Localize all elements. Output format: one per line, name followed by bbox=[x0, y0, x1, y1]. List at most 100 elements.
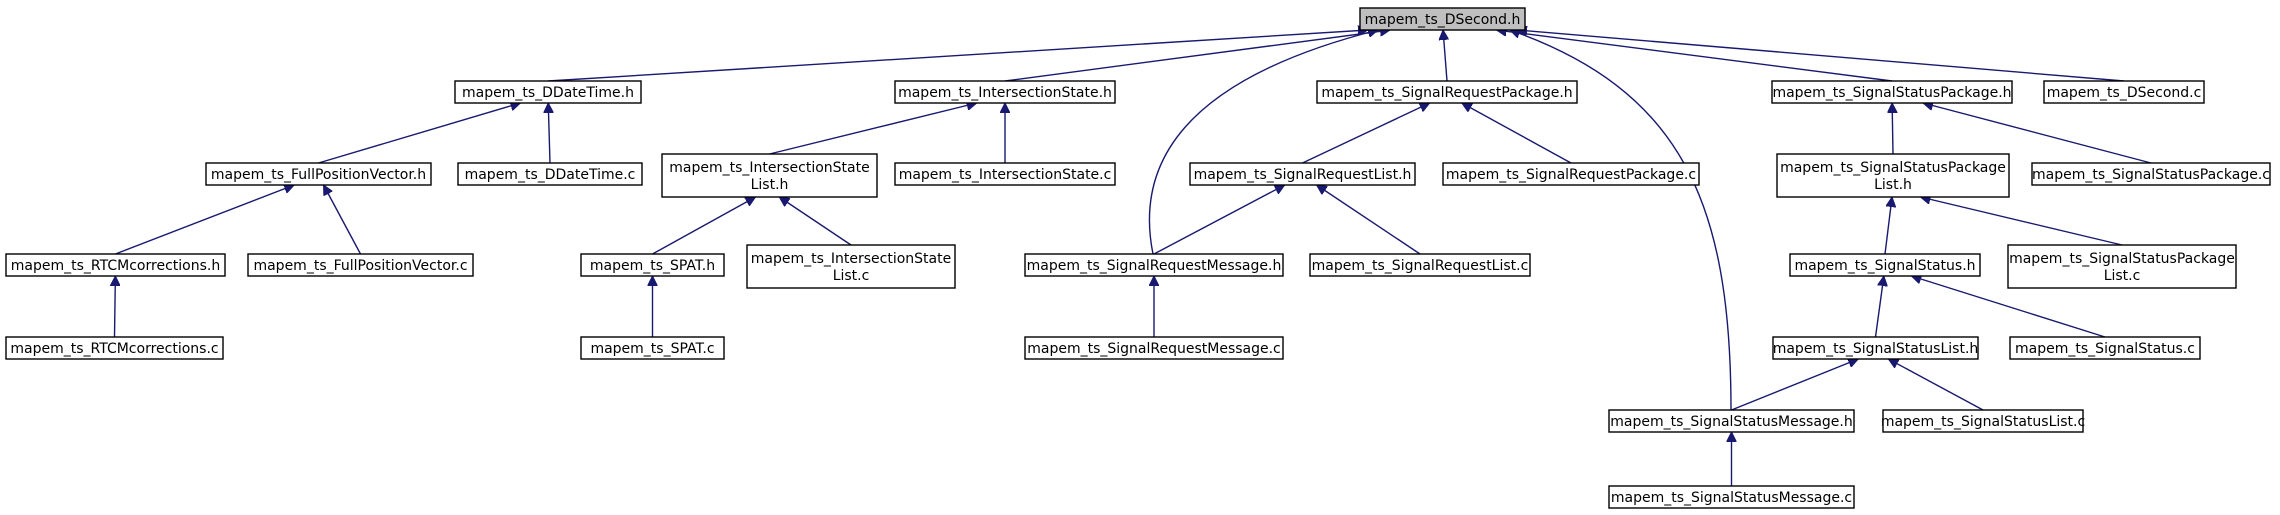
node-signalstatuslist_c[interactable]: mapem_ts_SignalStatusList.c bbox=[1881, 409, 2085, 433]
node-box bbox=[5, 336, 224, 360]
node-signalrequestlist_c[interactable]: mapem_ts_SignalRequestList.c bbox=[1309, 253, 1531, 277]
node-label: mapem_ts_DDateTime.h bbox=[462, 85, 634, 101]
node-box bbox=[2007, 244, 2237, 289]
node-box bbox=[1608, 409, 1855, 433]
node-box bbox=[1771, 80, 2013, 104]
edge-signalstatuslist_c-to-signalstatuslist_h bbox=[1888, 358, 1984, 411]
node-box bbox=[1608, 485, 1855, 509]
node-intersectionstate_h[interactable]: mapem_ts_IntersectionState.h bbox=[894, 80, 1116, 104]
node-label: List.c bbox=[833, 268, 870, 284]
node-label: mapem_ts_SignalRequestMessage.h bbox=[1027, 258, 1282, 274]
node-label: List.h bbox=[751, 177, 789, 193]
edge-signalstatuspackagelist_h-to-signalstatuspackage_h bbox=[1892, 103, 1893, 155]
node-box bbox=[894, 162, 1116, 186]
node-box bbox=[2043, 80, 2205, 104]
node-box bbox=[1789, 253, 1981, 277]
node-ddatetime_h[interactable]: mapem_ts_DDateTime.h bbox=[454, 80, 642, 104]
edge-fullpositionvector_h-to-ddatetime_h bbox=[318, 103, 521, 164]
node-box bbox=[1359, 7, 1526, 31]
node-label: mapem_ts_DDateTime.c bbox=[465, 167, 636, 183]
node-label: mapem_ts_SignalStatusMessage.h bbox=[1610, 414, 1852, 430]
node-signalstatuspackage_h[interactable]: mapem_ts_SignalStatusPackage.h bbox=[1771, 80, 2013, 104]
node-signalstatusmessage_c[interactable]: mapem_ts_SignalStatusMessage.c bbox=[1608, 485, 1855, 509]
node-intersectionstate_c[interactable]: mapem_ts_IntersectionState.c bbox=[894, 162, 1116, 186]
node-dsecond_c[interactable]: mapem_ts_DSecond.c bbox=[2043, 80, 2205, 104]
node-label: mapem_ts_IntersectionState.h bbox=[898, 85, 1112, 101]
node-rtcmcorrections_c[interactable]: mapem_ts_RTCMcorrections.c bbox=[5, 336, 224, 360]
edge-signalstatuspackage_h-to-dsecond_h bbox=[1496, 30, 1893, 82]
edge-ddatetime_h-to-dsecond_h bbox=[547, 30, 1368, 82]
node-signalstatus_c[interactable]: mapem_ts_SignalStatus.c bbox=[2009, 336, 2201, 360]
node-box bbox=[894, 80, 1116, 104]
edge-signalrequestmessage_h-to-signalrequestlist_h bbox=[1153, 184, 1285, 255]
node-box bbox=[1442, 162, 1700, 186]
node-label: mapem_ts_IntersectionState.c bbox=[899, 167, 1112, 183]
node-label: mapem_ts_RTCMcorrections.c bbox=[10, 341, 218, 357]
node-box bbox=[1024, 336, 1284, 360]
node-box bbox=[1309, 253, 1531, 277]
node-signalstatuslist_h[interactable]: mapem_ts_SignalStatusList.h bbox=[1772, 336, 1979, 360]
edge-signalstatuspackagelist_c-to-signalstatuspackagelist_h bbox=[1920, 197, 2123, 246]
node-box bbox=[1776, 153, 2010, 198]
edge-spat_h-to-intersectionstatelist_h bbox=[652, 196, 756, 255]
node-box bbox=[1772, 336, 1979, 360]
node-box bbox=[1189, 162, 1416, 186]
node-box bbox=[1882, 409, 2084, 433]
node-label: mapem_ts_SignalRequestPackage.c bbox=[1446, 167, 1696, 183]
node-label: mapem_ts_SignalRequestMessage.c bbox=[1027, 341, 1281, 357]
node-box bbox=[454, 80, 642, 104]
node-label: mapem_ts_SignalRequestList.c bbox=[1312, 258, 1529, 274]
node-label: List.c bbox=[2104, 268, 2141, 284]
edge-signalrequestlist_c-to-signalrequestlist_h bbox=[1317, 185, 1421, 255]
edge-intersectionstatelist_h-to-intersectionstate_h bbox=[769, 103, 977, 155]
node-fullpositionvector_c[interactable]: mapem_ts_FullPositionVector.c bbox=[247, 253, 474, 277]
node-box bbox=[580, 253, 725, 277]
node-signalrequestmessage_c[interactable]: mapem_ts_SignalRequestMessage.c bbox=[1024, 336, 1284, 360]
node-signalrequestpackage_c[interactable]: mapem_ts_SignalRequestPackage.c bbox=[1442, 162, 1700, 186]
node-signalrequestmessage_h[interactable]: mapem_ts_SignalRequestMessage.h bbox=[1024, 253, 1284, 277]
node-signalstatusmessage_h[interactable]: mapem_ts_SignalStatusMessage.h bbox=[1608, 409, 1855, 433]
node-label: mapem_ts_SignalStatus.h bbox=[1794, 258, 1975, 274]
node-box bbox=[5, 253, 226, 277]
node-label: mapem_ts_SignalStatusPackage.c bbox=[2032, 167, 2270, 183]
node-box bbox=[580, 336, 725, 360]
node-box bbox=[1316, 80, 1578, 104]
edge-rtcmcorrections_h-to-fullpositionvector_h bbox=[115, 185, 295, 255]
node-rtcmcorrections_h[interactable]: mapem_ts_RTCMcorrections.h bbox=[5, 253, 226, 277]
node-box bbox=[457, 162, 643, 186]
node-label: List.h bbox=[1874, 177, 1912, 193]
node-signalrequestlist_h[interactable]: mapem_ts_SignalRequestList.h bbox=[1189, 162, 1416, 186]
node-signalstatuspackage_c[interactable]: mapem_ts_SignalStatusPackage.c bbox=[2031, 162, 2271, 186]
node-box bbox=[661, 153, 878, 198]
node-label: mapem_ts_SignalRequestPackage.h bbox=[1321, 85, 1572, 101]
node-label: mapem_ts_SignalStatusMessage.c bbox=[1611, 490, 1852, 506]
node-spat_c[interactable]: mapem_ts_SPAT.c bbox=[580, 336, 725, 360]
node-spat_h[interactable]: mapem_ts_SPAT.h bbox=[580, 253, 725, 277]
node-box bbox=[746, 244, 956, 289]
node-box bbox=[2009, 336, 2201, 360]
node-signalrequestpackage_h[interactable]: mapem_ts_SignalRequestPackage.h bbox=[1316, 80, 1578, 104]
node-ddatetime_c[interactable]: mapem_ts_DDateTime.c bbox=[457, 162, 643, 186]
node-box bbox=[247, 253, 474, 277]
edge-signalrequestpackage_h-to-dsecond_h bbox=[1443, 30, 1447, 82]
node-label: mapem_ts_SPAT.c bbox=[590, 341, 714, 357]
edge-signalstatuslist_h-to-signalstatus_h bbox=[1874, 276, 1884, 338]
edge-fullpositionvector_c-to-fullpositionvector_h bbox=[322, 185, 362, 255]
node-dsecond_h[interactable]: mapem_ts_DSecond.h bbox=[1359, 7, 1526, 31]
node-fullpositionvector_h[interactable]: mapem_ts_FullPositionVector.h bbox=[205, 162, 432, 186]
edge-dsecond_c-to-dsecond_h bbox=[1517, 30, 2125, 82]
node-box bbox=[2031, 162, 2271, 186]
node-label: mapem_ts_SignalStatusList.c bbox=[1881, 414, 2085, 430]
node-signalstatus_h[interactable]: mapem_ts_SignalStatus.h bbox=[1789, 253, 1981, 277]
edge-signalstatus_h-to-signalstatuspackagelist_h bbox=[1884, 197, 1892, 255]
node-box bbox=[205, 162, 432, 186]
node-box bbox=[1024, 253, 1284, 277]
node-label: mapem_ts_DSecond.c bbox=[2047, 85, 2202, 101]
node-label: mapem_ts_RTCMcorrections.h bbox=[11, 258, 220, 274]
